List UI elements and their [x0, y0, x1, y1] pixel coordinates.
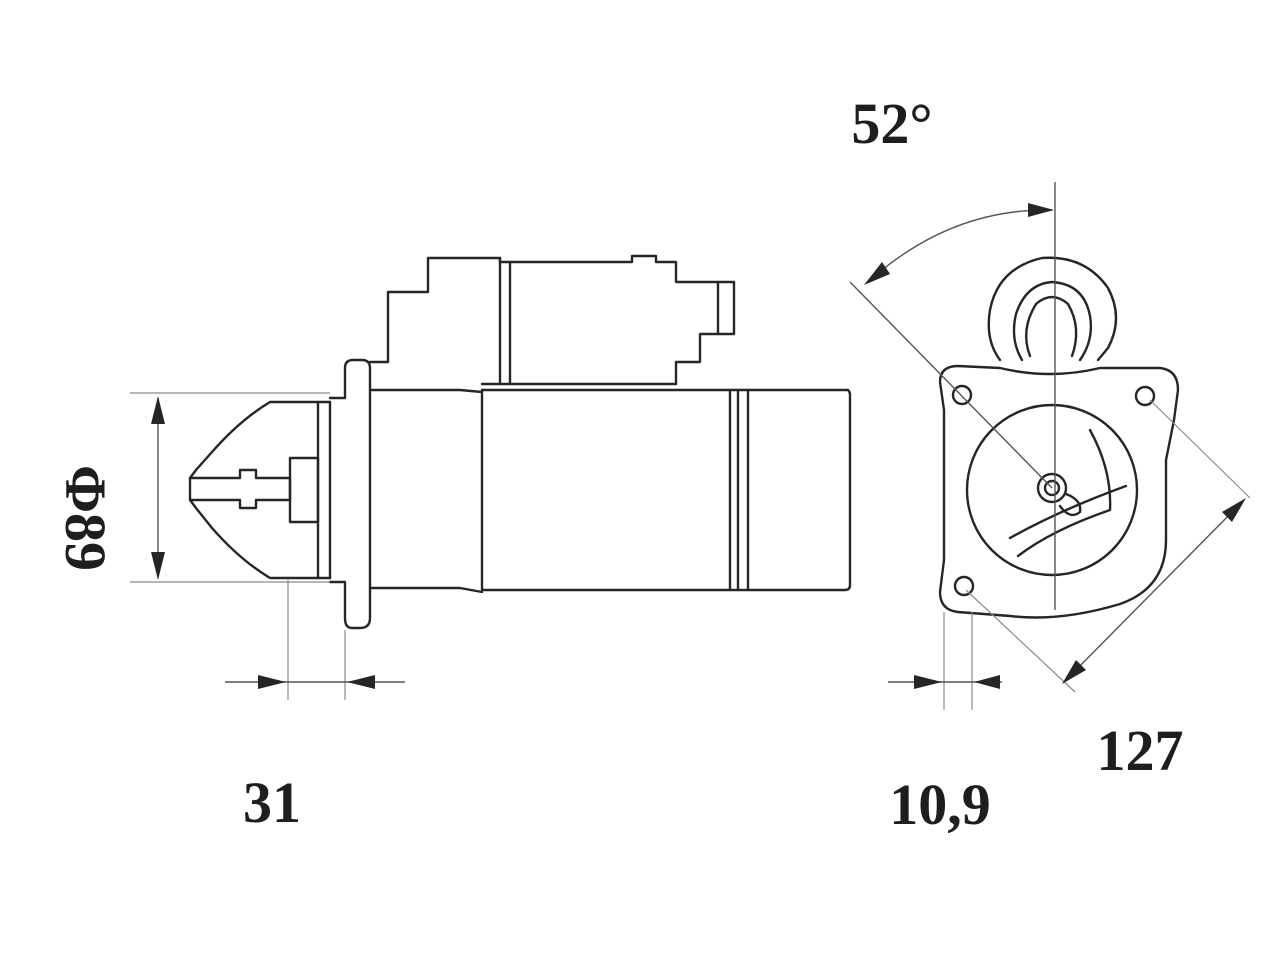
- terminal-loop: [987, 256, 1118, 362]
- front-flange: [938, 364, 1180, 619]
- pinion-shaft: [188, 468, 292, 510]
- bolt-hole-top-right: [1134, 385, 1156, 407]
- bolt-spacing-dimension: 127: [965, 399, 1251, 783]
- angle-dimension: 52°: [851, 91, 1054, 285]
- shaft-inner: [1043, 479, 1061, 497]
- pinion-collar: [288, 456, 320, 524]
- motor-body: [480, 388, 852, 592]
- pinion-offset-dimension: 31: [225, 580, 405, 835]
- diameter-dimension: Φ89: [53, 392, 330, 583]
- flange-thickness-dimension: 10,9: [888, 612, 1002, 837]
- pinion-nose: [188, 400, 332, 580]
- bolt-spacing-label: 127: [1097, 718, 1184, 783]
- bolt-hole-bottom-left: [953, 575, 975, 597]
- motor-face: [965, 403, 1139, 577]
- side-view: Φ89 31: [53, 254, 852, 835]
- shaft-outer: [1036, 472, 1068, 504]
- flange-thickness-label: 10,9: [889, 772, 991, 837]
- angle-label: 52°: [851, 91, 932, 156]
- pinion-offset-label: 31: [243, 770, 301, 835]
- solenoid: [386, 256, 512, 386]
- mounting-flange: [328, 358, 372, 630]
- bolt-hole-top-left: [951, 384, 973, 406]
- diameter-label: Φ89: [53, 465, 118, 571]
- front-view: 52° 127 10,9: [849, 91, 1251, 837]
